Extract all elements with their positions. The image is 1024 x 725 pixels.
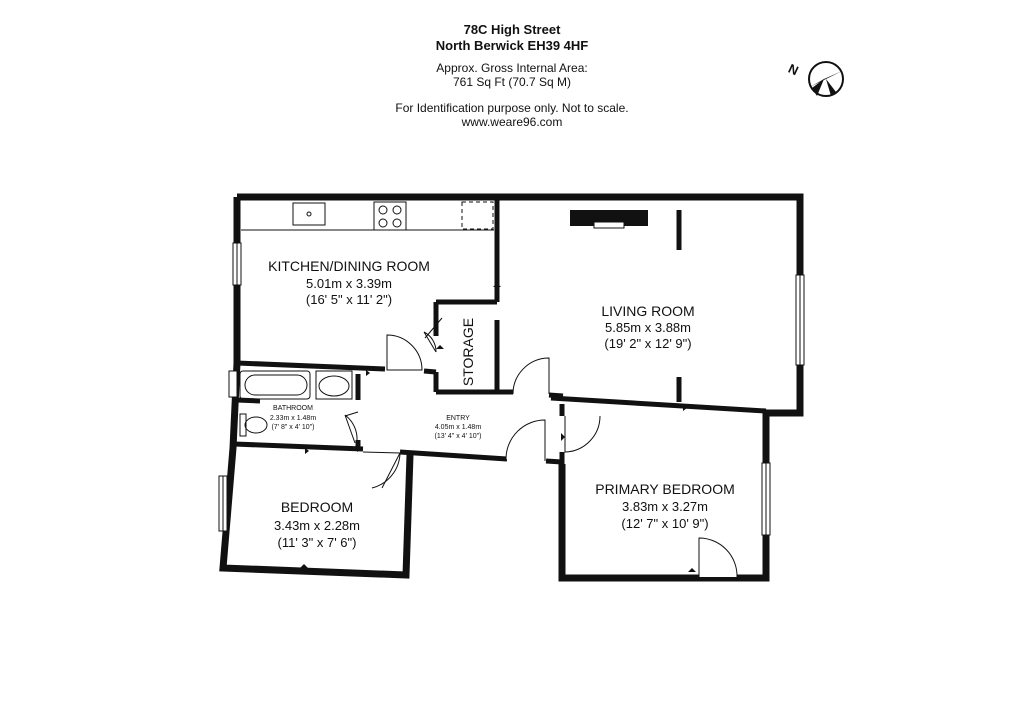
bedroom-imperial: (11' 3" x 7' 6") bbox=[278, 535, 357, 550]
compass-label: N bbox=[786, 61, 801, 79]
entry-name: ENTRY bbox=[446, 415, 470, 422]
door-bedroom bbox=[362, 451, 401, 489]
primary-bedroom-name: PRIMARY BEDROOM bbox=[595, 481, 735, 497]
door-primary-bedroom-2 bbox=[698, 537, 738, 578]
living-name: LIVING ROOM bbox=[601, 303, 694, 319]
kitchen-worktop bbox=[241, 201, 494, 231]
north-arrow-icon: N bbox=[786, 61, 844, 97]
door-living bbox=[512, 357, 550, 395]
entry-metric: 4.05m x 1.48m bbox=[435, 424, 481, 431]
kitchen-metric: 5.01m x 3.39m bbox=[306, 276, 392, 291]
fireplace-icon bbox=[570, 210, 648, 229]
website: www.weare96.com bbox=[461, 115, 563, 129]
bathtub-icon bbox=[239, 370, 311, 400]
bathroom-name: BATHROOM bbox=[273, 405, 313, 412]
door-entry bbox=[505, 419, 546, 461]
address-line-1: 78C High Street bbox=[463, 22, 561, 37]
interior-walls bbox=[233, 200, 767, 465]
bedroom-metric: 3.43m x 2.28m bbox=[274, 518, 360, 533]
living-imperial: (19' 2" x 12' 9") bbox=[604, 336, 691, 351]
kitchen-name: KITCHEN/DINING ROOM bbox=[268, 258, 430, 274]
kitchen-imperial: (16' 5" x 11' 2") bbox=[306, 292, 392, 307]
area-value: 761 Sq Ft (70.7 Sq M) bbox=[452, 75, 572, 89]
windows bbox=[218, 242, 805, 536]
bathroom-fixtures bbox=[239, 370, 353, 437]
living-metric: 5.85m x 3.88m bbox=[605, 320, 691, 335]
door-primary-bedroom bbox=[564, 415, 601, 453]
storage-name: STORAGE bbox=[460, 318, 476, 386]
bathroom-metric: 2.33m x 1.48m bbox=[270, 415, 316, 422]
doors bbox=[344, 317, 738, 578]
exterior-walls bbox=[219, 193, 804, 582]
toilet-icon bbox=[239, 413, 247, 437]
washbasin-icon bbox=[315, 370, 353, 400]
address-line-2: North Berwick EH39 4HF bbox=[435, 38, 589, 53]
hob-icon bbox=[373, 201, 407, 231]
plan-header: 78C High Street North Berwick EH39 4HF A… bbox=[0, 22, 1024, 129]
appliance-space-icon bbox=[461, 201, 494, 230]
bedroom-name: BEDROOM bbox=[281, 499, 353, 515]
room-labels: KITCHEN/DINING ROOM 5.01m x 3.39m (16' 5… bbox=[268, 258, 735, 550]
disclaimer: For Identification purpose only. Not to … bbox=[395, 101, 629, 115]
primary-bedroom-imperial: (12' 7" x 10' 9") bbox=[621, 516, 708, 531]
sink-icon bbox=[292, 202, 326, 226]
door-kitchen bbox=[386, 334, 423, 371]
dimension-markers bbox=[300, 283, 696, 572]
area-label: Approx. Gross Internal Area: bbox=[436, 61, 588, 75]
primary-bedroom-metric: 3.83m x 3.27m bbox=[622, 499, 708, 514]
entry-imperial: (13' 4" x 4' 10") bbox=[435, 433, 482, 440]
bathroom-imperial: (7' 8" x 4' 10") bbox=[271, 424, 314, 431]
